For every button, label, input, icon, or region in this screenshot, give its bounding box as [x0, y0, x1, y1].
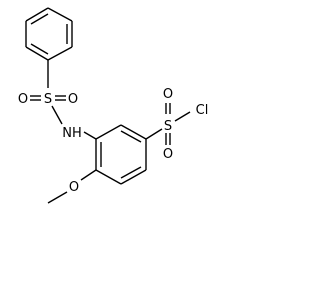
sulfonyl-sulfur-label: S [164, 119, 172, 134]
ring-to-sulfonyl-bond [145, 128, 163, 140]
sulfonamide-oxygen-left-label: O [18, 92, 28, 107]
sulfonamide-sulfur-label: S [44, 92, 52, 107]
nh-to-ring-bond [83, 131, 97, 140]
nh-label: NH [62, 126, 82, 141]
sulfur-to-nh-bond [51, 105, 63, 125]
phenyl-ring [25, 7, 73, 61]
sulfonamide-group: S O O NH [18, 60, 97, 141]
sulfonyl-oxygen-bottom-label: O [163, 147, 173, 162]
sulfonyl-chloride-group: S O O Cl [145, 87, 209, 162]
molecule-structure: S O O NH S O O Cl O [18, 7, 209, 204]
chlorine-label: Cl [196, 103, 209, 118]
ring-to-methoxy-oxygen-bond [80, 169, 97, 181]
sulfonamide-oxygen-right-label: O [68, 92, 78, 107]
central-benzene-ring [95, 124, 147, 185]
methoxy-group: O [47, 169, 97, 204]
sulfonyl-oxygen-top-label: O [163, 87, 173, 102]
structure-canvas: S O O NH S O O Cl O [18, 7, 209, 204]
methyl-bond [47, 191, 68, 204]
methoxy-oxygen-label: O [69, 180, 79, 195]
sulfur-to-chlorine-bond [174, 111, 191, 122]
